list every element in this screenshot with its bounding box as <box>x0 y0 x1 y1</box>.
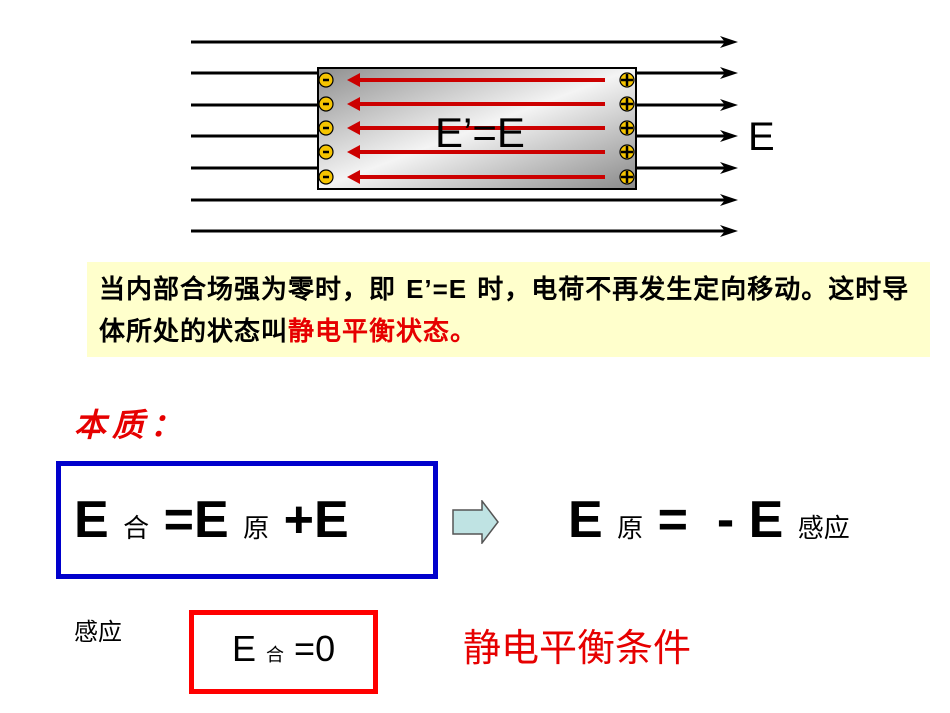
formula-term: E <box>74 491 109 549</box>
superposition-formula: E 合 =E 原 +E <box>74 490 349 550</box>
essence-heading: 本质： <box>74 406 189 444</box>
arrowhead-icon <box>720 194 738 206</box>
formula-term: E <box>232 628 257 669</box>
note-text: 时，电荷不再发生定向移动。这时导体所处的状态叫 <box>99 275 910 347</box>
formula-term: +E <box>283 491 349 549</box>
formula-subscript-induced: 感应 <box>74 618 122 646</box>
external-field-label: E <box>748 115 775 159</box>
arrowhead-icon <box>720 99 738 111</box>
inner-field-label: E’=E <box>435 109 525 156</box>
arrowhead-icon <box>347 121 360 135</box>
formula-subscript: 合 <box>123 514 150 544</box>
definition-note: 当内部合场强为零时，即 E’=E 时，电荷不再发生定向移动。这时导体所处的状态叫… <box>87 262 930 357</box>
arrowhead-icon <box>347 145 360 159</box>
condition-label: 静电平衡条件 <box>463 626 692 670</box>
arrowhead-icon <box>720 225 738 237</box>
formula-term: E <box>568 491 603 549</box>
superposition-box <box>56 461 438 579</box>
formula-subscript: 原 <box>617 514 644 544</box>
conductor-field-diagram: E’=E E <box>191 36 775 237</box>
note-formula: E’=E <box>406 274 468 304</box>
condition-box <box>189 610 378 694</box>
formula-subscript: 合 <box>266 645 285 666</box>
implies-arrow-icon <box>452 500 499 544</box>
formula-term: =E <box>163 491 229 549</box>
condition-formula: E 合 =0 <box>232 628 335 670</box>
formula-term: = - E <box>657 491 784 549</box>
formula-term: =0 <box>294 628 336 669</box>
field-arrowheads <box>720 36 738 237</box>
formula-subscript: 感应 <box>797 514 850 544</box>
arrowhead-icon <box>347 170 360 184</box>
arrowhead-icon <box>720 36 738 48</box>
arrowhead-icon <box>720 130 738 142</box>
note-highlight: 静电平衡状态。 <box>288 317 478 347</box>
arrowhead-icon <box>347 97 360 111</box>
arrowhead-icon <box>347 73 360 87</box>
note-text: 当内部合场强为零时，即 <box>99 275 407 305</box>
induced-field-lines <box>347 73 605 184</box>
arrowhead-icon <box>720 67 738 79</box>
negative-charges <box>318 72 334 185</box>
equilibrium-formula: E 原 = - E 感应 <box>568 490 850 550</box>
arrowhead-icon <box>720 162 738 174</box>
formula-subscript: 原 <box>243 514 270 544</box>
